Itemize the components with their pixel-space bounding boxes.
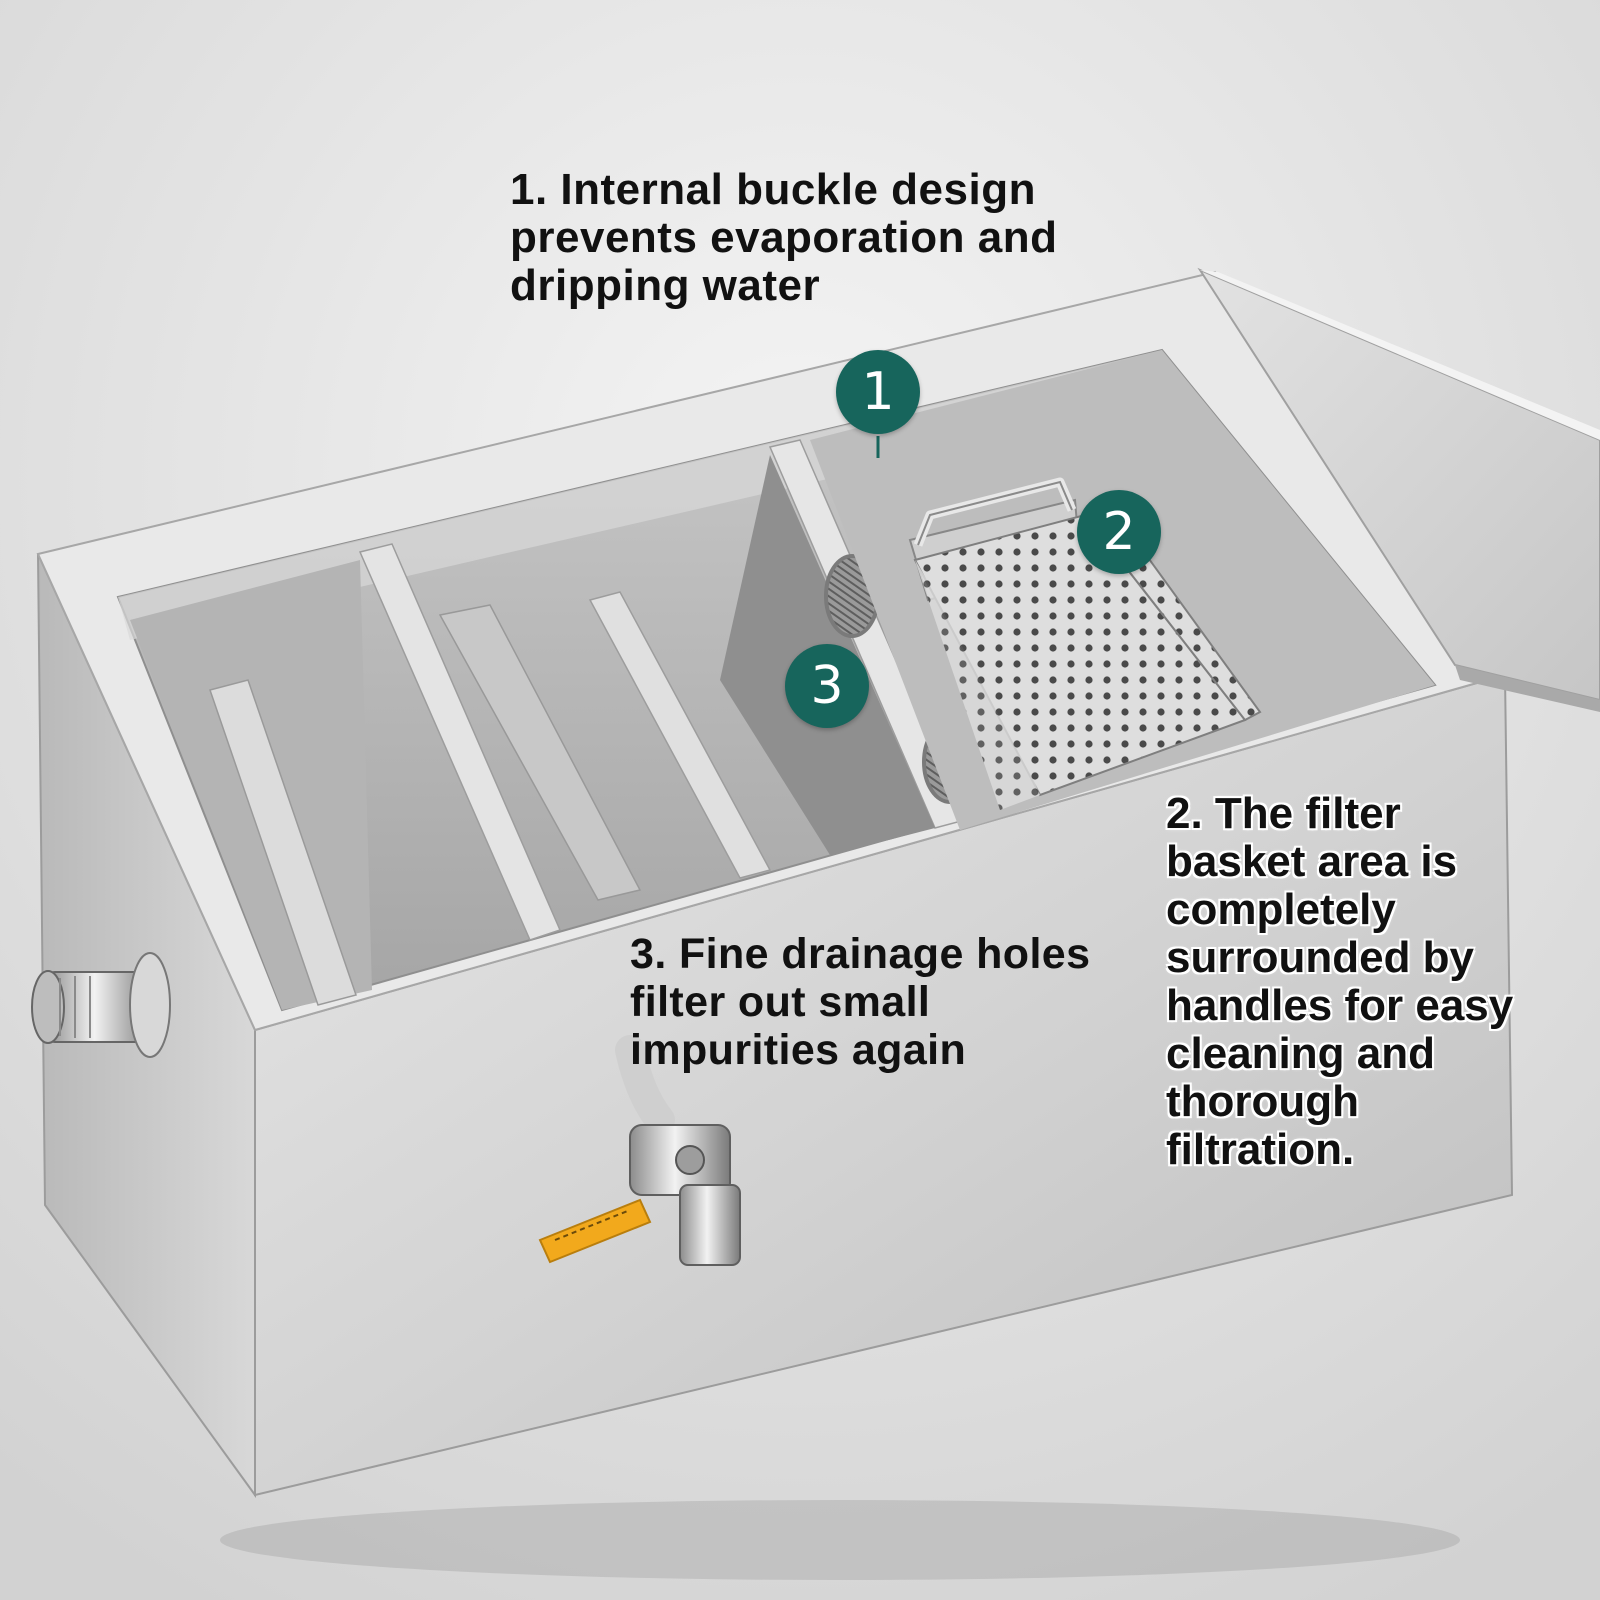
inlet-pipe-icon	[31, 952, 171, 1058]
lid	[1197, 267, 1600, 712]
callout-badge-1: 1	[836, 350, 920, 434]
drain-valve-icon	[538, 1035, 741, 1266]
caption-drainage-holes: 3. Fine drainage holes filter out small …	[630, 930, 1091, 1074]
caption-internal-buckle: 1. Internal buckle design prevents evapo…	[510, 165, 1058, 310]
callout-badge-2: 2	[1077, 490, 1161, 574]
callout-badge-3: 3	[785, 644, 869, 728]
filter-basket-icon	[810, 350, 1435, 830]
caption-filter-basket: 2. The filter basket area is completely …	[1166, 789, 1514, 1174]
